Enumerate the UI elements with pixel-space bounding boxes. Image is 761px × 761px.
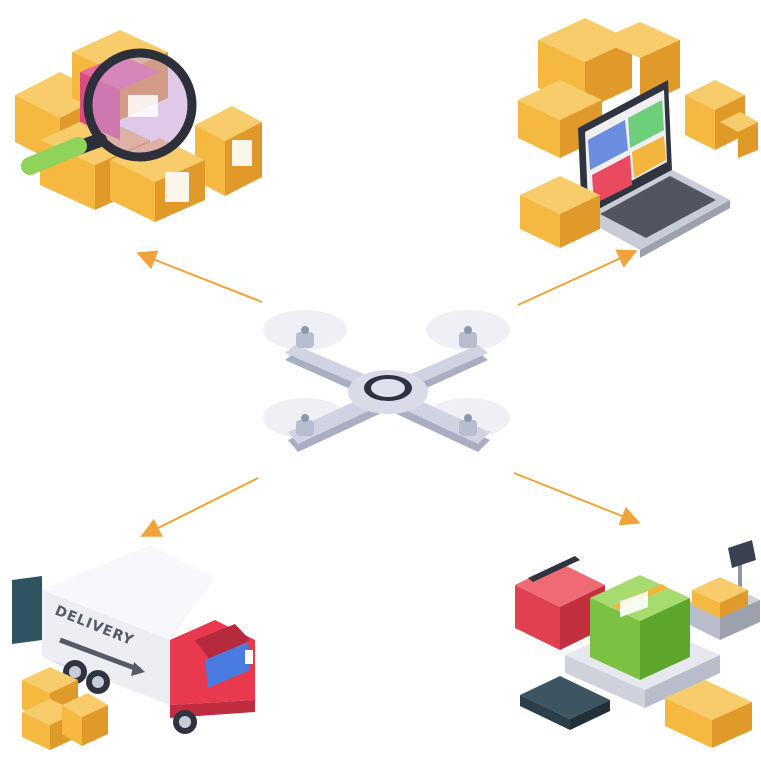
delivery-truck-icon: DELIVERY bbox=[12, 545, 255, 750]
arrow-top-left bbox=[136, 250, 263, 303]
magnifier-boxes-icon bbox=[15, 30, 262, 222]
laptop-map-boxes-icon bbox=[518, 18, 758, 258]
scale-pallet-boxes-icon bbox=[515, 540, 760, 748]
quad-drone-icon bbox=[263, 310, 510, 452]
arrow-top-right bbox=[517, 249, 638, 306]
arrows bbox=[136, 249, 641, 537]
arrow-bottom-right bbox=[513, 472, 641, 526]
arrow-bottom-left bbox=[140, 477, 259, 537]
